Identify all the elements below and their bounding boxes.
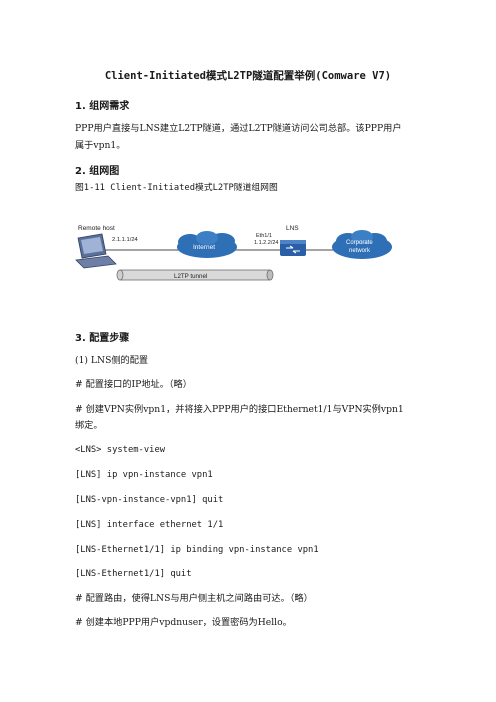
command-line: [LNS-Ethernet1/1] ip binding vpn-instanc… <box>75 545 319 555</box>
figure-caption-text: 图1-11 Client-Initiated模式L2TP隧道组网图 <box>75 183 278 193</box>
internet-cloud-icon <box>177 231 237 258</box>
comment-vpn-instance-line-2: 绑定。 <box>75 420 103 431</box>
step-lns-config: (1) LNS侧的配置 <box>75 355 149 366</box>
corporate-network-label-line-1: Corporate <box>346 240 373 246</box>
command-line: [LNS-vpn-instance-vpn1] quit <box>75 495 224 505</box>
corporate-network-cloud-icon <box>332 230 392 259</box>
comment-local-user: # 创建本地PPP用户vpdnuser，设置密码为Hello。 <box>75 617 292 628</box>
lns-port-label: Eth1/1 <box>256 233 272 239</box>
remote-host-ip: 2.1.1.1/24 <box>112 237 139 243</box>
comment-route: # 配置路由，使得LNS与用户侧主机之间路由可达。（略） <box>75 593 313 604</box>
comment-ip-address: # 配置接口的IP地址。（略） <box>75 379 192 390</box>
section-heading-requirements: 1. 组网需求 <box>75 101 130 112</box>
command-line: [LNS] interface ethernet 1/1 <box>75 520 224 530</box>
section-heading-diagram: 2. 组网图 <box>75 166 120 177</box>
l2tp-tunnel-icon <box>116 269 274 281</box>
requirements-line-2: 属于vpn1。 <box>75 140 126 151</box>
command-line: <LNS> system-view <box>75 445 166 455</box>
figure-caption: 图1-11 Client-Initiated模式L2TP隧道组网图 <box>75 180 425 196</box>
corporate-network-label-line-2: network <box>349 248 371 254</box>
lns-label: LNS <box>286 225 299 232</box>
command-line: [LNS-Ethernet1/1] quit <box>75 569 192 579</box>
remote-host-label: Remote host <box>78 225 115 232</box>
requirements-line-1: PPP用户直接与LNS建立L2TP隧道，通过L2TP隧道访问公司总部。该PPP用… <box>75 123 402 134</box>
l2tp-tunnel-label: L2TP tunnel <box>174 273 207 280</box>
internet-label: Internet <box>193 244 215 251</box>
page-title: Client-Initiated模式L2TP隧道配置举例(Comware V7) <box>104 70 392 82</box>
comment-vpn-instance-line-1: # 创建VPN实例vpn1，并将接入PPP用户的接口Ethernet1/1与VP… <box>75 404 404 415</box>
lns-ip-label: 1.1.2.2/24 <box>254 240 278 246</box>
network-diagram: Remote host 2.1.1.1/24 Internet LNS Eth1… <box>75 225 392 281</box>
router-icon <box>280 240 306 256</box>
command-line: [LNS] ip vpn-instance vpn1 <box>75 470 213 480</box>
section-heading-config: 3. 配置步骤 <box>75 333 130 344</box>
remote-host-icon <box>75 233 117 269</box>
